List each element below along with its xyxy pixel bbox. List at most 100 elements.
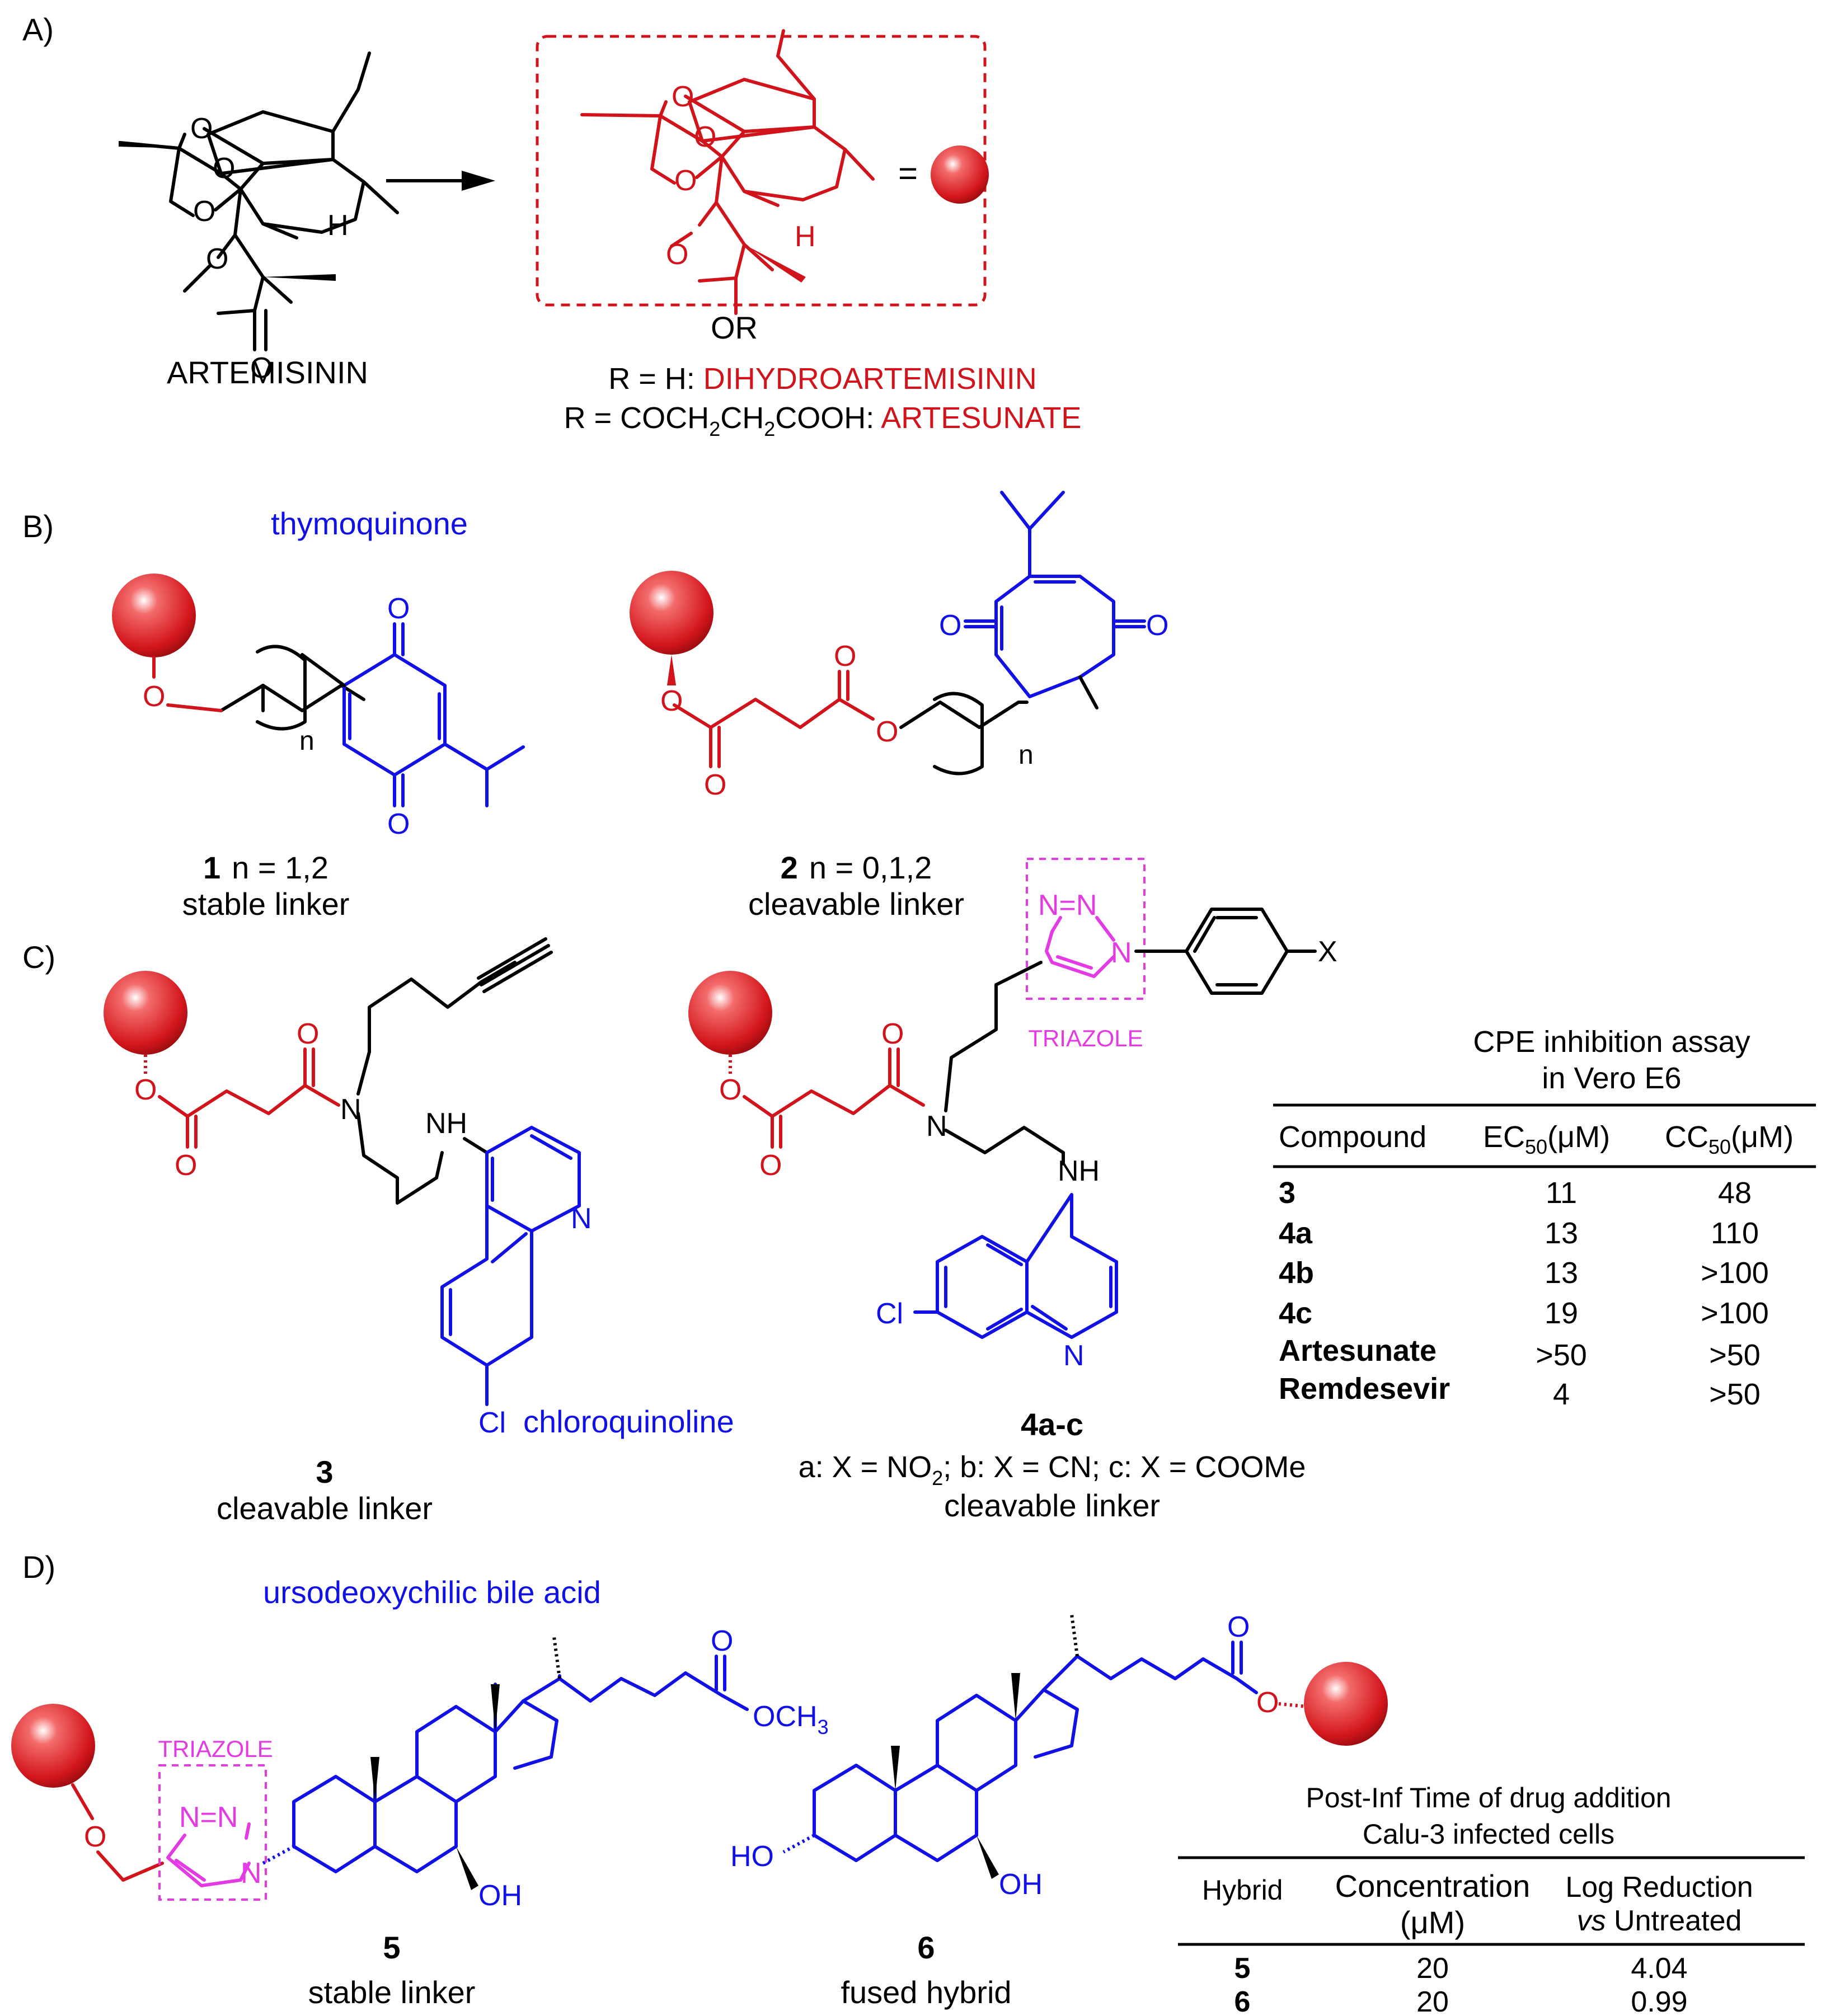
cmpd3-nh-bond — [435, 1137, 489, 1179]
cpe-row-cc50: >100 — [1701, 1296, 1769, 1330]
panel-a-label: A) — [22, 12, 54, 47]
artesunate-line: R = COCH2CH2COOH: ARTESUNATE — [564, 401, 1082, 440]
cmpd2-sphere-icon — [630, 571, 713, 655]
cmpd3-chain — [356, 937, 553, 1205]
cpe-col-ec50: EC50(μM) — [1483, 1120, 1610, 1158]
cmpd5-o: O — [84, 1821, 106, 1853]
panel-d: D) ursodeoxychilic bile acid O TRIAZOLE … — [11, 1549, 1805, 2016]
cmpd4-subs: a: X = NO2; b: X = CN; c: X = COOMe — [799, 1450, 1306, 1489]
cmpd4-sphere-icon — [688, 971, 772, 1055]
cmpd4-triazole-n1: N=N — [1038, 889, 1097, 922]
cpe-row-compound: 4a — [1279, 1216, 1313, 1250]
artemisinin-wedge — [119, 141, 179, 148]
cmpd5-triazole-ring — [166, 1822, 251, 1887]
cpe-row: 4a 13 110 — [1279, 1216, 1759, 1250]
cpe-row-compound: 4b — [1279, 1256, 1314, 1290]
cpe-row-cc50: >50 — [1709, 1338, 1761, 1372]
cmpd4-o2: O — [759, 1149, 782, 1182]
calu-col-conc-unit: (μM) — [1400, 1905, 1465, 1940]
calu-title-2: Calu-3 infected cells — [1363, 1818, 1614, 1850]
dha-equals: = — [898, 154, 918, 192]
cmpd4-triazole-label: TRIAZOLE — [1028, 1025, 1143, 1051]
cmpd6-ester — [1201, 1641, 1258, 1694]
cmpd1-n: n — [299, 726, 314, 756]
panel-c: C) O O O N NH N Cl chloroquinolin — [22, 858, 1816, 1526]
cpe-row-compound: Artesunate — [1279, 1334, 1437, 1368]
dha-methyl-wedge — [744, 245, 806, 283]
calu-row-log: 0.99 — [1631, 1986, 1687, 2016]
calu-row-conc: 20 — [1416, 1986, 1449, 2016]
cmpd2-n: n — [1018, 740, 1034, 770]
art-h: H — [327, 209, 349, 242]
cmpd6-ester-o2: O — [1256, 1686, 1279, 1719]
cpe-row-ec50: 19 — [1545, 1296, 1578, 1330]
cmpd3-chloroquinoline — [440, 1126, 581, 1406]
cmpd3-quin-n: N — [571, 1202, 592, 1235]
calu-row-log: 4.04 — [1631, 1952, 1687, 1985]
cmpd1-o-bond — [152, 656, 223, 712]
cpe-row-ec50: 13 — [1545, 1256, 1578, 1290]
cmpd6-oh-wedge — [977, 1835, 999, 1879]
cpe-title-2: in Vero E6 — [1542, 1061, 1681, 1095]
cmpd5-sphere-icon — [11, 1704, 95, 1788]
cmpd2-o4: O — [876, 716, 898, 748]
cmpd5-och3: OCH3 — [753, 1700, 829, 1738]
cmpd5-oh: OH — [478, 1879, 522, 1912]
cmpd6-ho-stereo — [782, 1834, 815, 1854]
cmpd4-chain — [944, 961, 1065, 1166]
artemisinin-structure — [119, 51, 399, 351]
cmpd4-quin-n: N — [1063, 1340, 1085, 1372]
cmpd1-methyl — [301, 653, 346, 687]
cpe-row-ec50: >50 — [1536, 1338, 1587, 1372]
cmpd2-succinate — [673, 670, 875, 768]
cmpd3-succinamide — [158, 1047, 340, 1149]
cpe-row-ec50: 4 — [1553, 1378, 1570, 1411]
cmpd5-linker-type: stable linker — [308, 1975, 476, 2010]
calu-row: 5 20 4.04 — [1234, 1952, 1688, 1985]
artemisinin-name: ARTEMISININ — [167, 355, 368, 390]
cmpd6-methyl-wedge-1 — [891, 1746, 900, 1791]
reaction-arrow — [386, 171, 495, 191]
cmpd6-sphere-stereo — [1278, 1702, 1307, 1708]
cmpd2-o-right: O — [1146, 609, 1168, 642]
cmpd4-triazole-box — [1026, 858, 1146, 1000]
cmpd1-thymoquinone — [342, 622, 525, 807]
cmpd2-o3: O — [834, 640, 856, 673]
cmpd2-bracket — [933, 692, 984, 776]
art-o3: O — [193, 195, 215, 228]
cpe-row: 4c 19 >100 — [1279, 1296, 1769, 1330]
dha-or: OR — [711, 310, 758, 345]
cmpd6-methyl-wedge-2 — [1011, 1673, 1020, 1721]
calu-title-1: Post-Inf Time of drug addition — [1306, 1782, 1671, 1813]
cpe-row-cc50: >50 — [1709, 1378, 1761, 1411]
calu-row: 6 20 0.99 — [1234, 1986, 1688, 2016]
cmpd2-linker-type: cleavable linker — [748, 886, 964, 922]
cmpd5-ester — [684, 1655, 749, 1711]
cmpd3-o3: O — [297, 1018, 319, 1050]
cmpd6-ho: HO — [730, 1840, 774, 1873]
cpe-row-cc50: 48 — [1718, 1176, 1752, 1210]
cmpd5-o-bond — [71, 1783, 164, 1882]
cmpd6-oh: OH — [999, 1868, 1043, 1901]
art-o4: O — [206, 243, 228, 275]
cmpd4-linker-type: cleavable linker — [944, 1488, 1160, 1523]
calu-row-hybrid: 6 — [1234, 1986, 1251, 2016]
cmpd4-x: X — [1318, 936, 1337, 968]
cmpd6-sphere-icon — [1304, 1662, 1388, 1746]
cmpd1-bracket — [256, 645, 307, 731]
cmpd2-o2: O — [704, 769, 726, 801]
art-o2: O — [213, 152, 235, 185]
dha-o4: O — [666, 238, 688, 271]
cmpd2-methyl — [1078, 675, 1099, 709]
dha-h: H — [795, 220, 816, 253]
cpe-row-compound: Remdesevir — [1279, 1372, 1450, 1406]
artemisinin-sphere-icon — [931, 145, 989, 204]
cpe-row-ec50: 11 — [1546, 1176, 1577, 1210]
cmpd5-methyl-wedge-1 — [370, 1757, 379, 1802]
calu-col-log-vs: vs Untreated — [1577, 1905, 1742, 1937]
cmpd4-id: 4a-c — [1021, 1407, 1083, 1442]
cmpd5-side-methyl — [552, 1636, 561, 1679]
panel-a: A) O O O O O H ARTEMISININ — [22, 12, 1081, 440]
